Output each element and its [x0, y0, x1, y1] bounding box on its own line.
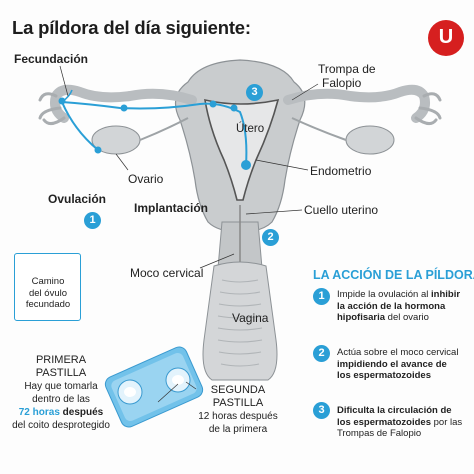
- pill-2-caption: SEGUNDA PASTILLA 12 horas después de la …: [196, 384, 280, 436]
- pill-2-title: SEGUNDA: [210, 384, 266, 396]
- step-text-bold: los espermatozoides: [337, 370, 431, 381]
- action-step-3-number: 3: [313, 402, 330, 419]
- legend-text: Camino del óvulo fecundado: [18, 276, 78, 311]
- step-text-bold: la acción de la hormona: [337, 300, 446, 312]
- label-endometrio: Endometrio: [310, 164, 372, 178]
- action-step-1-number: 1: [313, 288, 330, 305]
- label-implantacion: Implantación: [134, 201, 209, 215]
- action-step-2-number: 2: [313, 345, 330, 362]
- label-ovulacion: Ovulación: [48, 192, 107, 206]
- label-ovario: Ovario: [128, 172, 164, 186]
- uterine-cavity: [204, 98, 280, 201]
- pill-1-text: dentro de las: [32, 394, 90, 405]
- pill-blister: [104, 346, 204, 428]
- marker-3: 3: [246, 84, 263, 101]
- marker-2: 2: [262, 229, 279, 246]
- step-text-bold: los espermatozoides: [337, 416, 431, 428]
- egg-dot: [230, 104, 238, 112]
- egg-dot: [94, 146, 102, 154]
- pill-1-caption: PRIMERA PASTILLA Hay que tomarla dentro …: [6, 354, 116, 432]
- label-trompa-2: Falopio: [322, 76, 362, 90]
- pill-1-text: del coito desprotegido: [12, 420, 110, 431]
- label-vagina: Vagina: [232, 311, 269, 325]
- pill-1-hours: 72 horas: [18, 407, 60, 418]
- step-text-bold: inhibir: [431, 289, 461, 300]
- step-text-bold: Dificulta la circulación de: [337, 405, 452, 416]
- pill-1-title: PASTILLA: [35, 367, 87, 379]
- egg-dot: [120, 104, 128, 112]
- action-step-1: Impide la ovulación al inhibir la acción…: [337, 289, 460, 324]
- pill-1-title: PRIMERA: [35, 354, 87, 366]
- label-fecundacion: Fecundación: [14, 52, 89, 66]
- pill-2-text: de la primera: [208, 424, 268, 435]
- legend-line: Camino: [31, 276, 65, 287]
- label-cuello-uterino: Cuello uterino: [304, 203, 379, 217]
- label-trompa-1: Trompa de: [318, 62, 376, 76]
- action-title: LA ACCIÓN DE LA PÍLDORA: [313, 268, 474, 282]
- label-utero: Útero: [236, 123, 265, 135]
- action-step-2: Actúa sobre el moco cervical impidiendo …: [337, 347, 458, 382]
- step-text: Trompas de Falopio: [337, 428, 422, 439]
- label-moco-cervical: Moco cervical: [130, 266, 204, 280]
- egg-dot: [241, 160, 251, 170]
- pill-1-text: Hay que tomarla: [24, 381, 98, 392]
- pill-2-text: 12 horas después: [198, 411, 278, 422]
- pill-2-title: PASTILLA: [212, 397, 264, 409]
- right-ovary: [345, 125, 395, 155]
- step-text-bold: hipofisaria: [337, 312, 386, 323]
- step-text: por las: [430, 416, 463, 428]
- action-step-3: Dificulta la circulación de los espermat…: [337, 405, 462, 440]
- egg-dot: [58, 97, 66, 105]
- right-fallopian-tube: [283, 84, 430, 123]
- brand-logo: U: [428, 20, 464, 56]
- pill-1-text: después: [59, 407, 104, 418]
- step-text-bold: impidiendo el avance de: [337, 358, 447, 370]
- legend-line: del óvulo: [28, 287, 68, 299]
- vagina-shape: [202, 261, 278, 381]
- page-title: La píldora del día siguiente:: [12, 17, 251, 38]
- step-text: Actúa sobre el moco cervical: [337, 347, 459, 358]
- step-text: Impide la ovulación al: [337, 289, 431, 300]
- egg-dot: [209, 100, 217, 108]
- legend-line: fecundado: [25, 299, 71, 310]
- logo-letter: U: [438, 26, 454, 48]
- marker-1: 1: [84, 212, 101, 229]
- egg-path: [60, 100, 248, 166]
- left-fallopian-tube: [50, 84, 197, 123]
- legend-box: [14, 253, 81, 321]
- step-text: del ovario: [385, 312, 429, 323]
